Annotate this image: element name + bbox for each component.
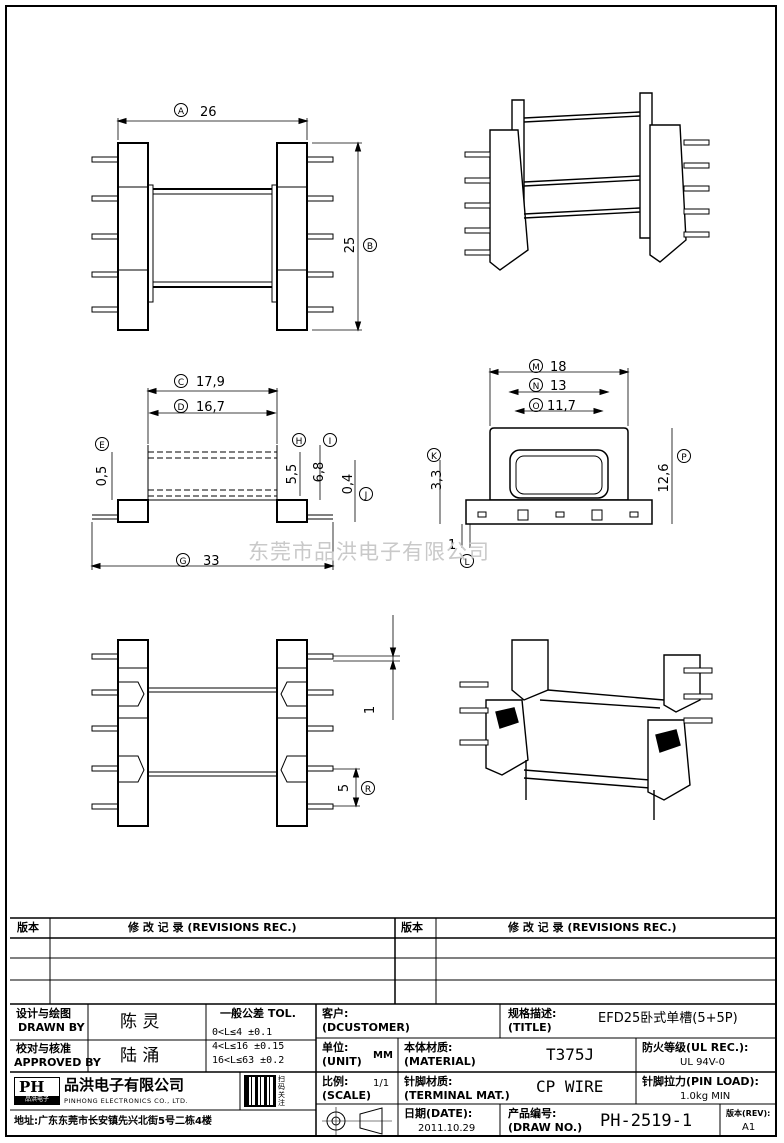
title-label-en: (TITLE) — [508, 1021, 552, 1034]
dim-k-letter: K — [431, 452, 438, 462]
ul-value: UL 94V-0 — [680, 1057, 726, 1068]
terminal-value: CP WIRE — [536, 1077, 604, 1096]
draw-no-value: PH-2519-1 — [600, 1111, 693, 1131]
company-logo-text: PH — [19, 1078, 45, 1096]
dim-c-letter: C — [178, 378, 184, 388]
tolerance-row-1: 0<L≤4 ±0.1 — [212, 1027, 273, 1038]
dim-r-letter: R — [365, 785, 371, 795]
ul-label: 防火等级(UL REC.): — [642, 1041, 749, 1054]
qr-code — [244, 1075, 276, 1107]
unit-value: MM — [373, 1050, 393, 1061]
dim-h-value: 5,5 — [285, 464, 300, 485]
dim-b-value: 25 — [343, 237, 358, 254]
dim-a-letter: A — [178, 107, 185, 117]
company-name-en: PINHONG ELECTRONICS CO., LTD. — [64, 1097, 189, 1105]
approved-by-name: 陆 涌 — [120, 1046, 160, 1066]
side-view — [90, 387, 356, 570]
scale-value: 1/1 — [373, 1078, 390, 1089]
rev-value: A1 — [742, 1122, 756, 1133]
material-value: T375J — [546, 1045, 595, 1064]
end-view — [439, 368, 673, 548]
top-view — [91, 117, 362, 332]
dim-p-value: 12,6 — [657, 464, 672, 493]
technical-drawing: A 26 B 25 C 17,9 D 16,7 E 0,5 H 5,5 I 6,… — [90, 92, 713, 827]
customer-label-en: (DCUSTOMER) — [322, 1021, 410, 1034]
rev-header-record-left: 修 改 记 录 (REVISIONS REC.) — [128, 921, 297, 934]
scale-label-en: (SCALE) — [322, 1089, 372, 1102]
tolerance-row-2: 4<L≤16 ±0.15 — [212, 1041, 285, 1052]
dim-d-letter: D — [178, 403, 185, 413]
dim-e-value: 0,5 — [95, 466, 110, 487]
material-label-en: (MATERIAL) — [404, 1055, 476, 1068]
dim-c-value: 17,9 — [196, 375, 225, 390]
dim-g-value: 33 — [203, 554, 220, 569]
dim-m-letter: M — [532, 363, 540, 373]
dim-p-letter: P — [681, 453, 687, 463]
dim-g-letter: G — [180, 557, 187, 567]
unit-label-cn: 单位: — [322, 1041, 349, 1054]
rev-label: 版本(REV): — [726, 1109, 771, 1118]
material-label-cn: 本体材质: — [404, 1041, 453, 1054]
isometric-view-2 — [459, 639, 713, 820]
customer-label-cn: 客户: — [322, 1007, 349, 1020]
watermark: 东莞市品洪电子有限公司 — [248, 540, 490, 564]
dim-b-letter: B — [367, 242, 373, 252]
dim-e-letter: E — [99, 441, 105, 451]
pin-load-label: 针脚拉力(PIN LOAD): — [642, 1075, 759, 1088]
dimension-labels: A 26 B 25 C 17,9 D 16,7 E 0,5 H 5,5 I 6,… — [95, 103, 691, 795]
draw-no-label-cn: 产品编号: — [508, 1107, 557, 1120]
dim-pitch-value: 1 — [363, 706, 378, 714]
pin-load-value: 1.0kg MIN — [680, 1091, 731, 1102]
drawn-by-label-en: DRAWN BY — [18, 1021, 85, 1034]
date-label: 日期(DATE): — [404, 1107, 473, 1120]
terminal-label-en: (TERMINAL MAT.) — [404, 1089, 510, 1102]
isometric-view-1 — [464, 92, 710, 271]
dim-o-value: 11,7 — [547, 399, 576, 414]
dim-j-value: 0,4 — [341, 474, 356, 495]
dim-m-value: 18 — [550, 360, 567, 375]
unit-label-en: (UNIT) — [322, 1055, 362, 1068]
rev-header-record-right: 修 改 记 录 (REVISIONS REC.) — [508, 921, 677, 934]
dim-l-letter: L — [464, 558, 469, 568]
dim-i-letter: I — [329, 437, 332, 447]
drawing-frame — [5, 5, 777, 1137]
tolerance-title: 一般公差 TOL. — [220, 1007, 296, 1020]
company-address: 地址:广东东莞市长安镇先兴北街5号二栋4楼 — [14, 1116, 212, 1127]
company-logo-sub: 品洪电子 — [15, 1096, 59, 1104]
approved-by-label-en: APPROVED BY — [14, 1056, 101, 1069]
date-value: 2011.10.29 — [418, 1123, 476, 1134]
rev-header-version-right: 版本 — [401, 921, 423, 934]
drawn-by-label-cn: 设计与绘图 — [16, 1007, 71, 1020]
dim-j-letter: J — [364, 491, 368, 501]
dim-r-value: 5 — [337, 784, 352, 792]
dim-h-letter: H — [296, 437, 303, 447]
bottom-view — [91, 615, 400, 827]
company-name-cn: 品洪电子有限公司 — [64, 1076, 185, 1094]
dim-a-value: 26 — [200, 105, 217, 120]
title-label-cn: 规格描述: — [508, 1007, 557, 1020]
dim-n-letter: N — [533, 382, 540, 392]
dim-k-value: 3,3 — [430, 470, 445, 491]
dim-n-value: 13 — [550, 379, 567, 394]
terminal-label-cn: 针脚材质: — [404, 1075, 453, 1088]
title-value: EFD25卧式单槽(5+5P) — [598, 1011, 738, 1026]
dim-o-letter: O — [532, 402, 539, 412]
tolerance-row-3: 16<L≤63 ±0.2 — [212, 1055, 285, 1066]
drawn-by-name: 陈 灵 — [120, 1012, 160, 1032]
qr-caption: 扫码关注 — [278, 1075, 285, 1107]
dim-l-value: 1 — [448, 538, 456, 553]
dim-i-value: 6,8 — [312, 462, 327, 483]
company-logo: PH 品洪电子 — [14, 1077, 60, 1105]
draw-no-label-en: (DRAW NO.) — [508, 1121, 583, 1134]
scale-label-cn: 比例: — [322, 1075, 349, 1088]
rev-header-version-left: 版本 — [17, 921, 39, 934]
approved-by-label-cn: 校对与核准 — [16, 1042, 71, 1055]
dim-d-value: 16,7 — [196, 400, 225, 415]
